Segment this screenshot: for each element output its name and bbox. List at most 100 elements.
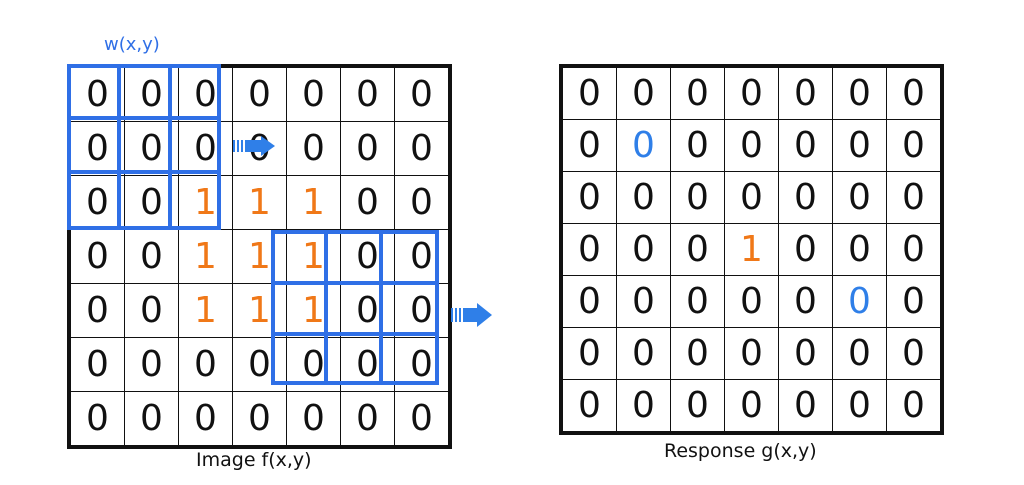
image-cell: 0 bbox=[394, 229, 452, 284]
image-cell: 0 bbox=[178, 391, 233, 449]
response-cell: 0 bbox=[670, 119, 725, 172]
arrow-right-icon bbox=[233, 136, 275, 156]
response-cell: 0 bbox=[832, 171, 887, 224]
image-cell: 0 bbox=[178, 64, 233, 122]
response-cell: 0 bbox=[832, 275, 887, 328]
image-cell: 0 bbox=[67, 175, 125, 230]
image-cell: 0 bbox=[67, 229, 125, 284]
image-cell: 0 bbox=[340, 337, 395, 392]
image-cell: 0 bbox=[67, 337, 125, 392]
kernel-label: w(x,y) bbox=[104, 34, 160, 55]
image-cell: 0 bbox=[67, 121, 125, 176]
response-cell: 0 bbox=[559, 379, 617, 435]
image-cell: 0 bbox=[67, 391, 125, 449]
response-cell: 0 bbox=[886, 379, 944, 435]
image-cell: 0 bbox=[394, 175, 452, 230]
response-cell: 1 bbox=[724, 223, 779, 276]
image-cell: 1 bbox=[232, 229, 287, 284]
image-cell: 0 bbox=[124, 337, 179, 392]
response-caption: Response g(x,y) bbox=[664, 440, 817, 462]
image-caption: Image f(x,y) bbox=[196, 449, 312, 471]
image-cell: 0 bbox=[394, 121, 452, 176]
image-cell: 0 bbox=[67, 283, 125, 338]
response-cell: 0 bbox=[886, 171, 944, 224]
image-cell: 0 bbox=[286, 391, 341, 449]
image-cell: 1 bbox=[232, 283, 287, 338]
image-cell: 0 bbox=[124, 391, 179, 449]
image-cell: 0 bbox=[286, 337, 341, 392]
response-cell: 0 bbox=[724, 171, 779, 224]
image-cell: 0 bbox=[394, 64, 452, 122]
image-cell: 1 bbox=[286, 283, 341, 338]
response-cell: 0 bbox=[886, 275, 944, 328]
response-cell: 0 bbox=[724, 119, 779, 172]
response-cell: 0 bbox=[832, 223, 887, 276]
image-cell: 1 bbox=[232, 175, 287, 230]
image-cell: 0 bbox=[232, 121, 287, 176]
image-cell: 0 bbox=[340, 175, 395, 230]
image-cell: 0 bbox=[286, 121, 341, 176]
image-cell: 0 bbox=[124, 64, 179, 122]
response-cell: 0 bbox=[724, 327, 779, 380]
response-cell: 0 bbox=[832, 64, 887, 120]
image-cell: 0 bbox=[340, 121, 395, 176]
response-cell: 0 bbox=[832, 327, 887, 380]
image-cell: 1 bbox=[286, 229, 341, 284]
image-cell: 0 bbox=[178, 337, 233, 392]
image-cell: 0 bbox=[340, 391, 395, 449]
response-cell: 0 bbox=[670, 275, 725, 328]
response-cell: 0 bbox=[559, 223, 617, 276]
image-cell: 0 bbox=[67, 64, 125, 122]
response-cell: 0 bbox=[886, 327, 944, 380]
image-cell: 0 bbox=[394, 283, 452, 338]
response-cell: 0 bbox=[616, 275, 671, 328]
response-cell: 0 bbox=[886, 223, 944, 276]
image-cell: 0 bbox=[394, 337, 452, 392]
image-cell: 0 bbox=[178, 121, 233, 176]
response-cell: 0 bbox=[670, 223, 725, 276]
response-cell: 0 bbox=[670, 171, 725, 224]
response-cell: 0 bbox=[670, 379, 725, 435]
image-cell: 0 bbox=[394, 391, 452, 449]
image-cell: 0 bbox=[340, 64, 395, 122]
response-cell: 0 bbox=[886, 119, 944, 172]
response-cell: 0 bbox=[832, 119, 887, 172]
response-cell: 0 bbox=[778, 327, 833, 380]
response-cell: 0 bbox=[559, 275, 617, 328]
response-cell: 0 bbox=[832, 379, 887, 435]
response-cell: 0 bbox=[778, 275, 833, 328]
image-cell: 0 bbox=[232, 64, 287, 122]
image-cell: 0 bbox=[286, 64, 341, 122]
image-cell: 0 bbox=[124, 229, 179, 284]
response-cell: 0 bbox=[886, 64, 944, 120]
response-cell: 0 bbox=[724, 275, 779, 328]
image-cell: 0 bbox=[232, 337, 287, 392]
response-cell: 0 bbox=[778, 379, 833, 435]
image-cell: 1 bbox=[178, 229, 233, 284]
response-cell: 0 bbox=[616, 119, 671, 172]
response-cell: 0 bbox=[616, 64, 671, 120]
image-cell: 0 bbox=[124, 121, 179, 176]
response-cell: 0 bbox=[616, 223, 671, 276]
response-cell: 0 bbox=[778, 64, 833, 120]
image-grid: 0000000000000000111000011100001110000000… bbox=[67, 64, 452, 449]
response-cell: 0 bbox=[559, 327, 617, 380]
response-cell: 0 bbox=[724, 64, 779, 120]
response-cell: 0 bbox=[670, 327, 725, 380]
response-cell: 0 bbox=[778, 171, 833, 224]
response-cell: 0 bbox=[616, 327, 671, 380]
response-cell: 0 bbox=[616, 171, 671, 224]
image-cell: 0 bbox=[340, 229, 395, 284]
